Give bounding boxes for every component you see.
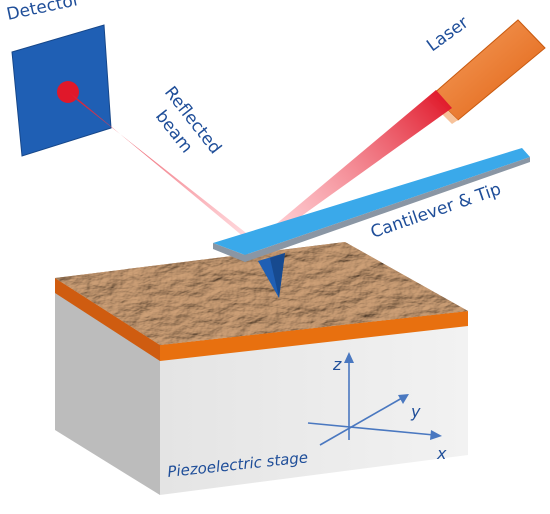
axis-x-label: x: [436, 444, 447, 463]
piezo-stage-block: [55, 242, 468, 495]
axes: [307, 352, 442, 446]
x-axis-arrow-head: [430, 430, 442, 440]
y-axis-arrow-head: [398, 394, 409, 404]
axis-y-label: y: [410, 402, 421, 421]
z-axis-arrow-head: [344, 352, 354, 363]
detector-label: Detector: [5, 0, 82, 25]
laser-body: [431, 19, 546, 121]
stage-side-face: [55, 290, 160, 495]
y-axis-line: [319, 397, 403, 446]
laser-label: Laser: [423, 13, 472, 56]
stage-front-face: [160, 325, 468, 495]
cantilever: [213, 148, 530, 298]
film-side: [55, 278, 160, 361]
reflected-beam-spot: [57, 81, 79, 103]
axis-z-label: z: [332, 355, 342, 374]
film-front: [160, 311, 468, 361]
x-axis-line: [307, 422, 435, 436]
incident-beam: [263, 90, 452, 240]
cantilever-tip-shade: [270, 253, 285, 298]
sample-top-texture: [55, 242, 468, 345]
cantilever-top: [213, 148, 530, 255]
reflected-beam: [60, 84, 250, 238]
